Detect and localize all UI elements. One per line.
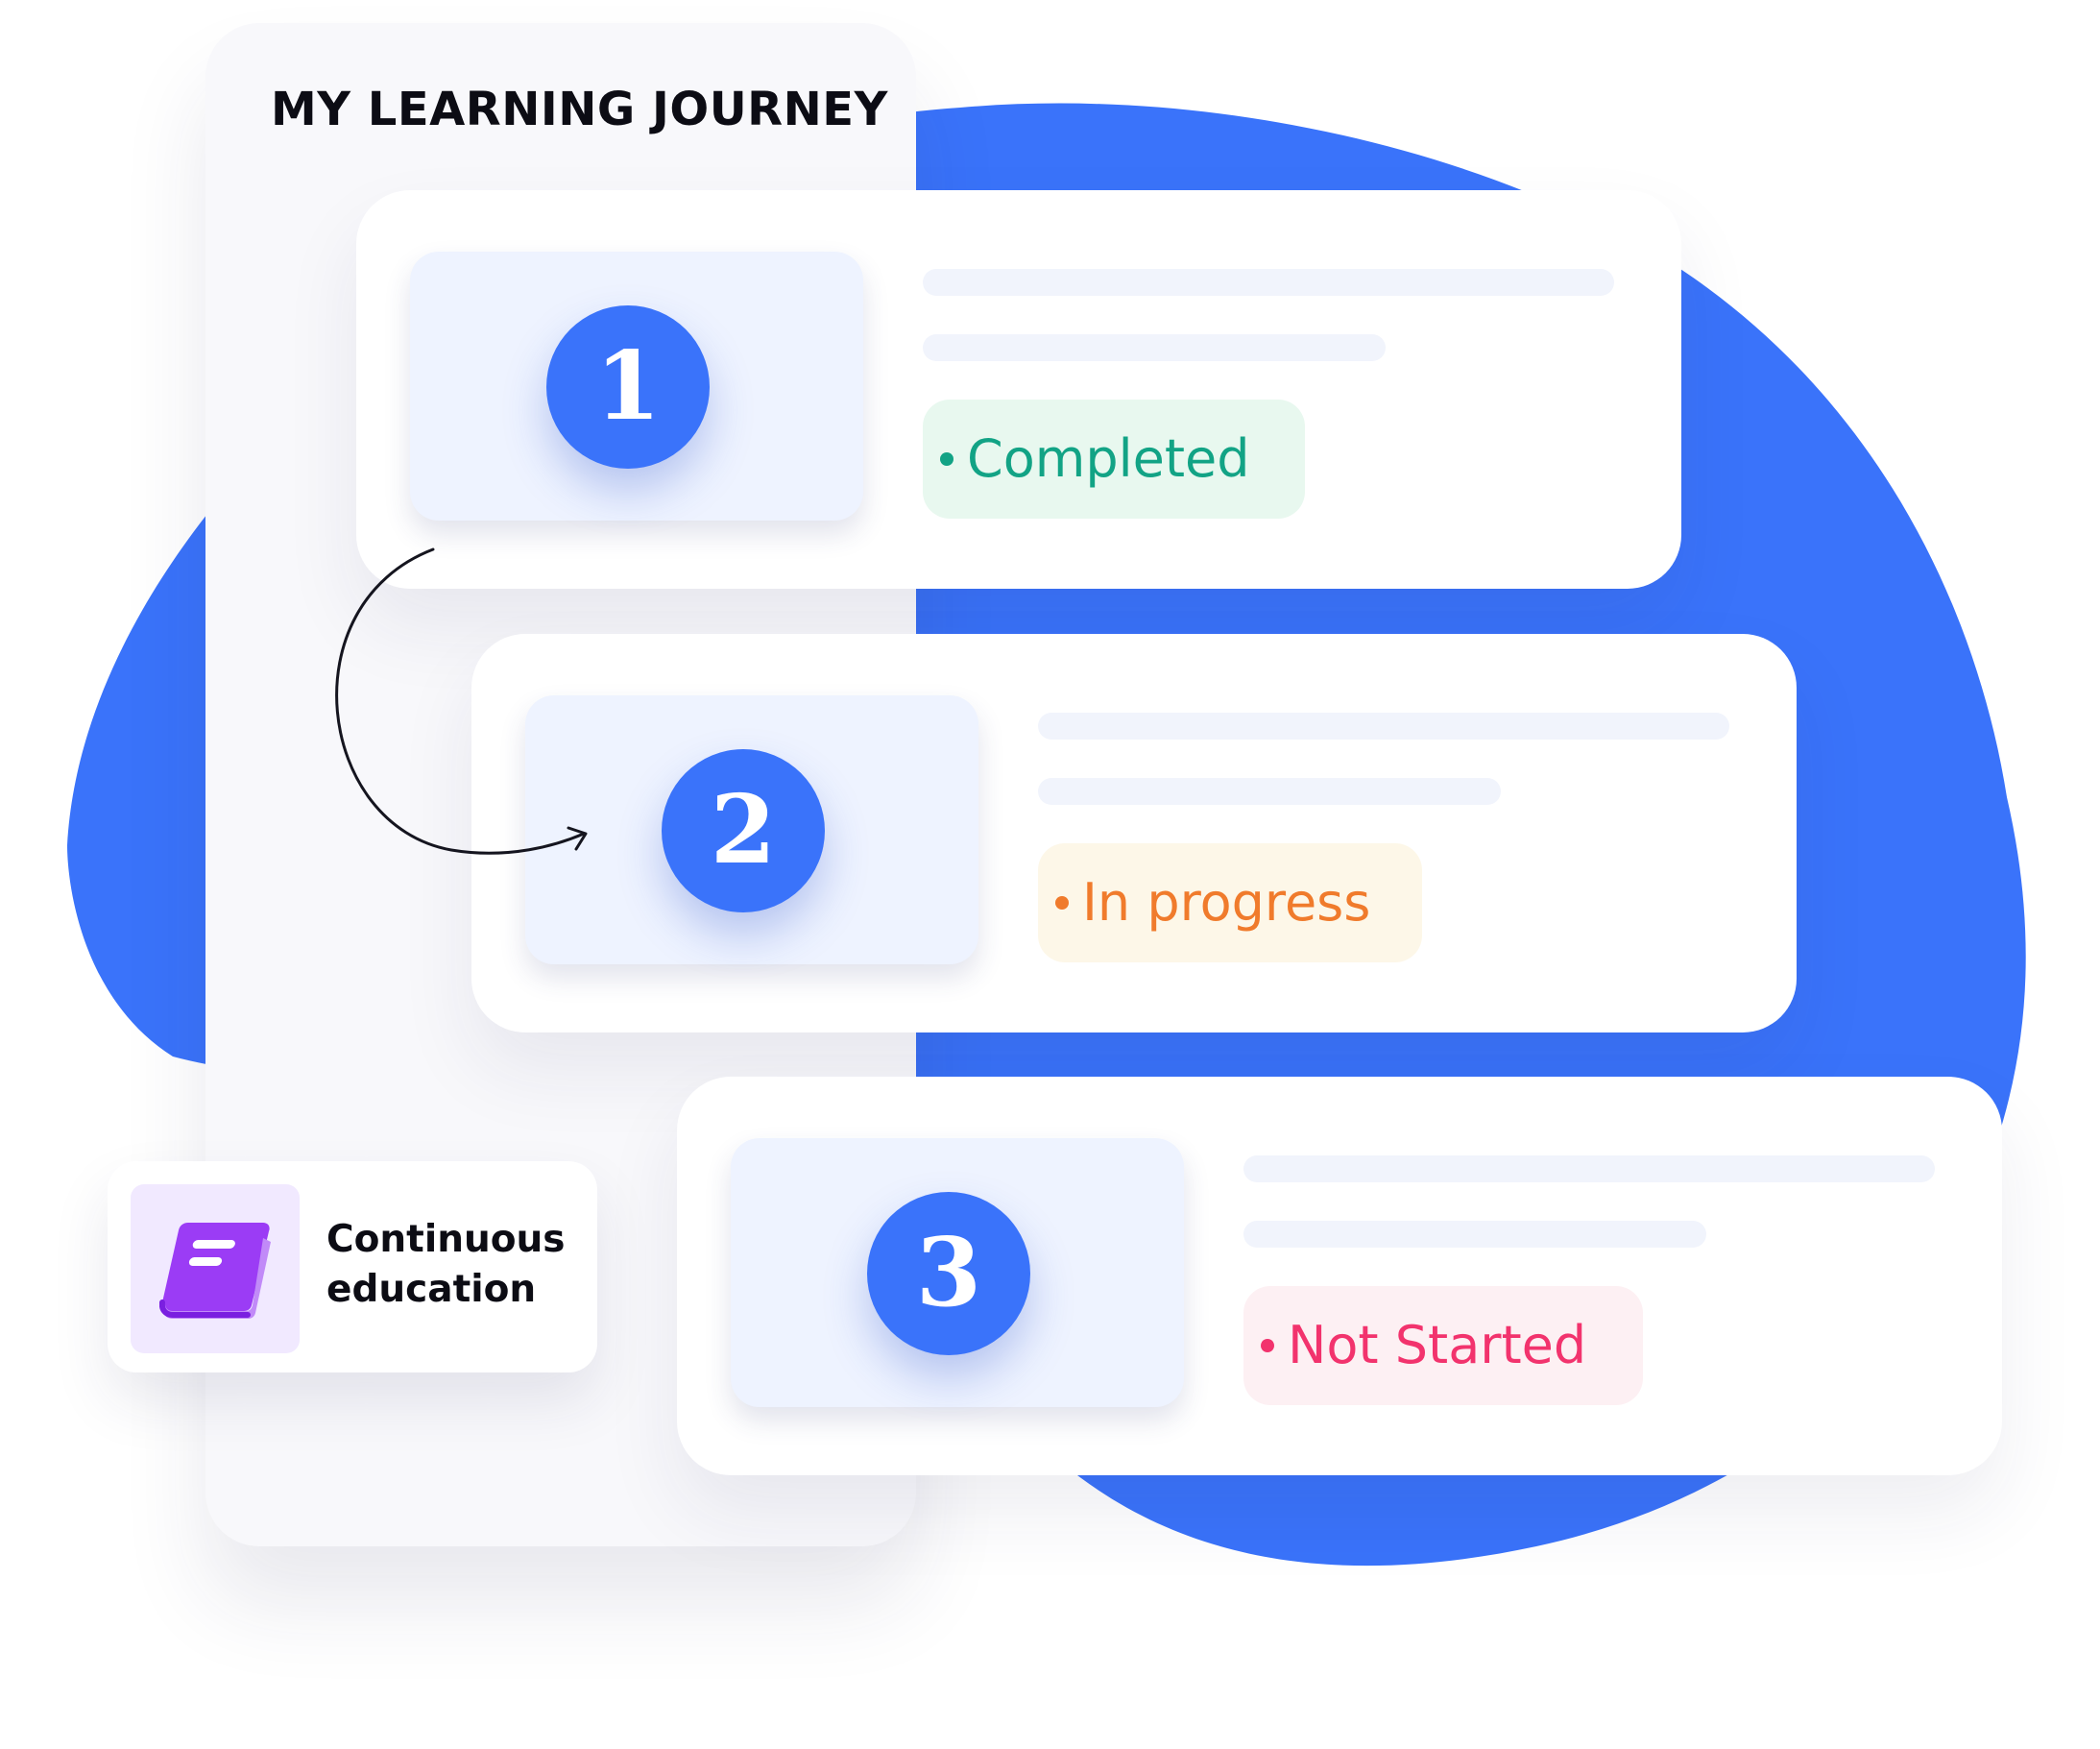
status-label: Not Started	[1288, 1315, 1587, 1375]
placeholder-line	[1038, 713, 1729, 740]
step-card-1[interactable]: 1 Completed	[356, 190, 1681, 589]
book-icon	[159, 1223, 271, 1319]
status-badge: Completed	[923, 400, 1305, 519]
status-dot-icon	[1261, 1339, 1274, 1352]
page-title: MY LEARNING JOURNEY	[271, 83, 888, 136]
book-icon-tile	[131, 1184, 300, 1353]
status-dot-icon	[1055, 896, 1069, 910]
step-tile: 2	[525, 695, 978, 964]
placeholder-line	[923, 269, 1614, 296]
step-card-3[interactable]: 3 Not Started	[677, 1077, 2002, 1475]
step-tile: 1	[410, 252, 863, 521]
status-badge: Not Started	[1243, 1286, 1643, 1405]
step-number-badge: 3	[867, 1192, 1030, 1355]
step-number-badge: 2	[662, 749, 825, 912]
status-badge: In progress	[1038, 843, 1422, 962]
step-card-2[interactable]: 2 In progress	[471, 634, 1797, 1032]
placeholder-line	[1038, 778, 1501, 805]
placeholder-line	[923, 334, 1386, 361]
step-number-badge: 1	[546, 305, 710, 469]
continuous-education-label: Continuous education	[326, 1218, 566, 1311]
continuous-education-card[interactable]: Continuous education	[108, 1161, 597, 1372]
step-tile: 3	[731, 1138, 1184, 1407]
placeholder-line	[1243, 1221, 1706, 1248]
status-dot-icon	[940, 452, 953, 466]
placeholder-line	[1243, 1155, 1935, 1182]
status-label: Completed	[967, 428, 1250, 489]
status-label: In progress	[1082, 872, 1371, 933]
